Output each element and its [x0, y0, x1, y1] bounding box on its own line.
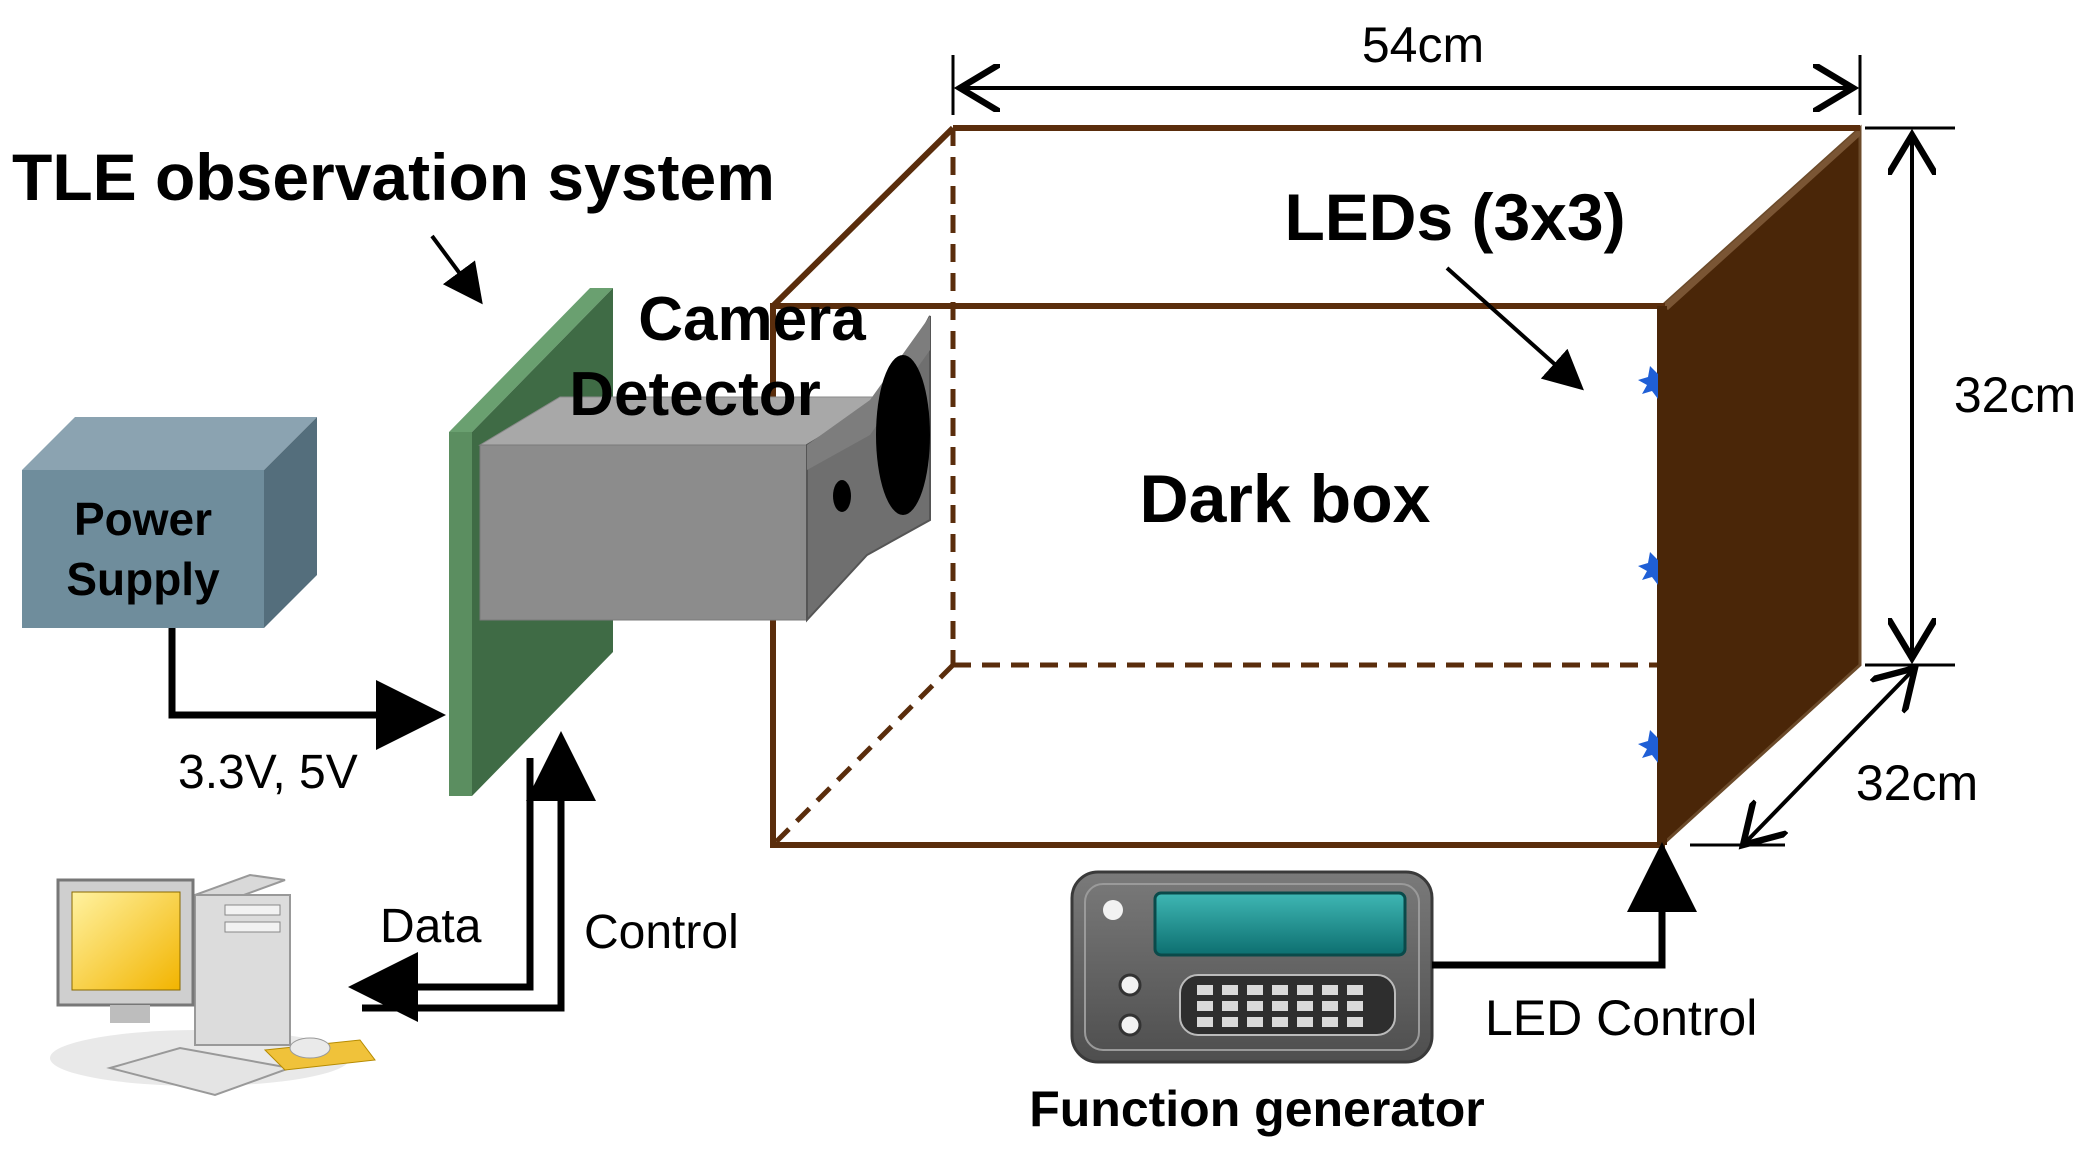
data-label: Data: [380, 900, 482, 953]
camera-lens: [876, 355, 930, 515]
led-array: [1638, 366, 1658, 763]
height-dimension-label: 32cm: [1954, 367, 2076, 423]
leds-label: LEDs (3x3): [1284, 180, 1625, 254]
depth-dimension-label: 32cm: [1856, 755, 1978, 811]
width-dimension-label: 54cm: [1362, 17, 1484, 73]
function-generator-icon: [1070, 870, 1434, 1064]
camera-label-line2: Detector: [569, 360, 821, 429]
dark-box-label: Dark box: [1140, 461, 1431, 537]
camera-detector: Camera Detector: [478, 285, 931, 623]
dark-box-side-panel: [1660, 124, 1862, 849]
voltage-label: 3.3V, 5V: [178, 746, 358, 799]
power-supply: Power Supply: [22, 417, 317, 628]
data-arrow: [348, 758, 534, 1022]
dimension-width: 54cm: [951, 17, 1862, 115]
led-star-icon: [1638, 366, 1658, 399]
desktop-computer-icon: [50, 873, 376, 1097]
system-title: TLE observation system: [12, 140, 775, 214]
led-star-icon: [1638, 730, 1658, 763]
power-label-line2: Supply: [66, 553, 220, 605]
power-label-line1: Power: [74, 493, 212, 545]
power-arrow: [168, 628, 446, 750]
led-control-arrow: [1432, 842, 1697, 969]
leds-pointer: [1445, 266, 1584, 391]
dimension-height: 32cm: [1865, 126, 2076, 667]
camera-label-line1: Camera: [638, 285, 866, 354]
control-arrow: [362, 731, 596, 1012]
control-label: Control: [584, 906, 739, 959]
function-generator-label: Function generator: [1029, 1081, 1485, 1137]
led-control-label: LED Control: [1485, 990, 1757, 1046]
led-star-icon: [1638, 552, 1658, 585]
dimension-depth: 32cm: [1690, 668, 1978, 845]
